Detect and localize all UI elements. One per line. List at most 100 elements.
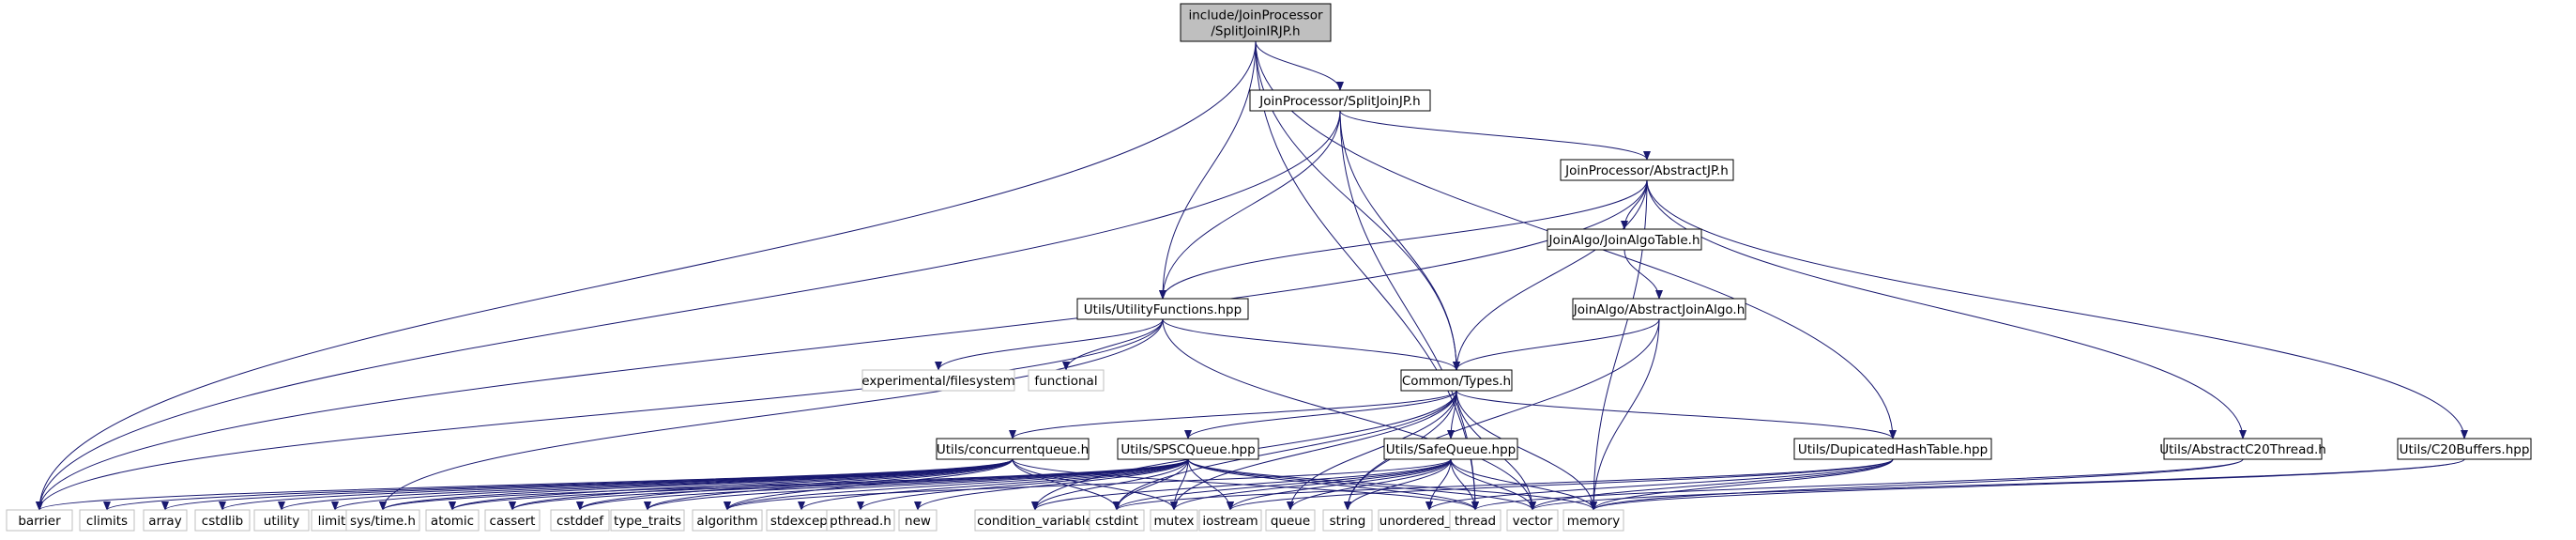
edge-safequeue-to-algorithm — [724, 458, 1452, 511]
edge-types-to-spscqueue — [1184, 390, 1457, 440]
edge-types-to-duphash — [1456, 390, 1897, 440]
edge-c20buffers-to-vector — [1529, 458, 2465, 511]
edge-types-to-queue — [1287, 390, 1457, 511]
edge-concurrentqueue-to-algorithm — [724, 458, 1014, 511]
edge-types-to-memory — [1456, 390, 1597, 511]
node-label-cassert: cassert — [490, 514, 536, 529]
node-box-string — [1322, 509, 1373, 532]
node-box-c20buffers — [2397, 438, 2532, 460]
edge-types-to-mutex — [1170, 390, 1457, 511]
edge-abstractjp-to-barrier — [36, 179, 1648, 511]
node-condvar: condition_variable — [974, 509, 1096, 532]
node-mutex: mutex — [1150, 509, 1198, 532]
edge-utilfunc-to-barrier — [36, 318, 1164, 511]
edge-safequeue-to-queue — [1287, 458, 1452, 511]
node-algorithm: algorithm — [692, 509, 763, 532]
node-barrier: barrier — [6, 509, 73, 532]
node-duphash[interactable]: Utils/DupicatedHashTable.hpp — [1793, 438, 1992, 460]
edge-types-to-cstdint — [1113, 390, 1457, 511]
node-splitjoin[interactable]: JoinProcessor/SplitJoinJP.h — [1249, 89, 1431, 112]
edge-safequeue-to-string — [1344, 458, 1452, 511]
node-box-abstractjp — [1560, 159, 1734, 181]
node-expfs: experimental/filesystem — [861, 369, 1015, 392]
edge-spscqueue-to-new — [914, 458, 1189, 511]
node-cassert: cassert — [484, 509, 541, 532]
header-nodes: include/JoinProcessor/SplitJoinIRJP.hJoi… — [6, 3, 2532, 532]
node-box-spscqueue — [1117, 438, 1259, 460]
node-label-algorithm: algorithm — [696, 514, 757, 529]
edge-root-to-splitjoin — [1255, 40, 1344, 91]
edge-duphash-to-unorderedmap — [1425, 458, 1894, 511]
node-label-mutex: mutex — [1153, 514, 1194, 529]
edge-concurrentqueue-to-cstdint — [1012, 458, 1120, 511]
edge-abstractjoinalgo-to-memory — [1590, 318, 1660, 511]
edge-spscqueue-to-algorithm — [724, 458, 1189, 511]
node-box-abstractc20 — [2163, 438, 2323, 460]
node-box-utility — [253, 509, 310, 532]
node-label-barrier: barrier — [18, 514, 61, 529]
node-label-thread: thread — [1455, 514, 1496, 529]
node-label-joinalgotable: JoinAlgo/JoinAlgoTable.h — [1547, 233, 1700, 248]
edge-abstractjp-to-abstractc20 — [1646, 179, 2247, 440]
node-memory: memory — [1562, 509, 1624, 532]
edge-safequeue-to-cstdint — [1113, 458, 1452, 511]
node-utilfunc[interactable]: Utils/UtilityFunctions.hpp — [1076, 298, 1249, 320]
node-abstractjp[interactable]: JoinProcessor/AbstractJP.h — [1560, 159, 1734, 181]
node-box-abstractjoinalgo — [1572, 298, 1746, 320]
node-box-array — [143, 509, 188, 532]
node-label-vector: vector — [1513, 514, 1553, 529]
edge-c20buffers-to-memory — [1590, 458, 2465, 511]
node-iostream: iostream — [1198, 509, 1262, 532]
edge-splitjoin-to-abstractjp — [1339, 110, 1651, 161]
node-box-barrier — [6, 509, 73, 532]
edge-concurrentqueue-to-utility — [278, 458, 1014, 511]
edge-utilfunc-to-expfs — [935, 318, 1164, 371]
node-spscqueue[interactable]: Utils/SPSCQueue.hpp — [1117, 438, 1259, 460]
node-box-types — [1400, 369, 1513, 392]
node-functional: functional — [1028, 369, 1105, 392]
edge-safequeue-to-condvar — [1031, 458, 1452, 511]
node-root[interactable]: include/JoinProcessor/SplitJoinIRJP.h — [1180, 3, 1332, 42]
edge-abstractjp-to-c20buffers — [1646, 179, 2468, 440]
node-climits: climits — [79, 509, 135, 532]
edge-spscqueue-to-systime — [379, 458, 1189, 511]
node-box-typetraits — [610, 509, 685, 532]
node-label-typetraits: type_traits — [614, 514, 681, 529]
node-pthread: pthread.h — [826, 509, 895, 532]
edge-safequeue-to-memory — [1450, 458, 1597, 511]
edge-spscqueue-to-memory — [1187, 458, 1597, 511]
node-abstractjoinalgo[interactable]: JoinAlgo/AbstractJoinAlgo.h — [1572, 298, 1746, 320]
node-box-cstdlib — [194, 509, 251, 532]
node-joinalgotable[interactable]: JoinAlgo/JoinAlgoTable.h — [1547, 228, 1702, 251]
node-atomic: atomic — [425, 509, 480, 532]
node-label-functional: functional — [1034, 374, 1097, 389]
node-cstdint: cstdint — [1089, 509, 1145, 532]
edge-utilfunc-to-functional — [1062, 318, 1164, 371]
edge-utilfunc-to-systime — [379, 318, 1164, 511]
node-concurrentqueue[interactable]: Utils/concurrentqueue.h — [936, 438, 1090, 460]
node-label-abstractjp: JoinProcessor/AbstractJP.h — [1564, 163, 1729, 178]
edge-splitjoin-to-barrier — [36, 110, 1341, 511]
node-abstractc20[interactable]: Utils/AbstractC20Thread.h — [2159, 438, 2326, 460]
node-box-pthread — [826, 509, 895, 532]
node-c20buffers[interactable]: Utils/C20Buffers.hpp — [2397, 438, 2532, 460]
edge-spscqueue-to-cstddef — [576, 458, 1189, 511]
edge-spscqueue-to-typetraits — [644, 458, 1189, 511]
node-label-stdexcept: stdexcept — [770, 514, 832, 529]
node-label-concurrentqueue: Utils/concurrentqueue.h — [937, 442, 1089, 457]
edge-abstractjoinalgo-to-types — [1453, 318, 1660, 371]
node-box-duphash — [1793, 438, 1992, 460]
node-label-types: Common/Types.h — [1402, 374, 1511, 389]
node-cstdlib: cstdlib — [194, 509, 251, 532]
node-safequeue[interactable]: Utils/SafeQueue.hpp — [1383, 438, 1518, 460]
edge-root-to-utilfunc — [1159, 40, 1257, 300]
edge-concurrentqueue-to-systime — [379, 458, 1014, 511]
node-label-expfs: experimental/filesystem — [861, 374, 1014, 389]
node-label-duphash: Utils/DupicatedHashTable.hpp — [1798, 442, 1988, 457]
edge-safequeue-to-mutex — [1170, 458, 1452, 511]
node-types[interactable]: Common/Types.h — [1400, 369, 1513, 392]
node-box-memory — [1562, 509, 1624, 532]
node-box-expfs — [861, 369, 1015, 392]
node-label-spscqueue: Utils/SPSCQueue.hpp — [1120, 442, 1255, 457]
